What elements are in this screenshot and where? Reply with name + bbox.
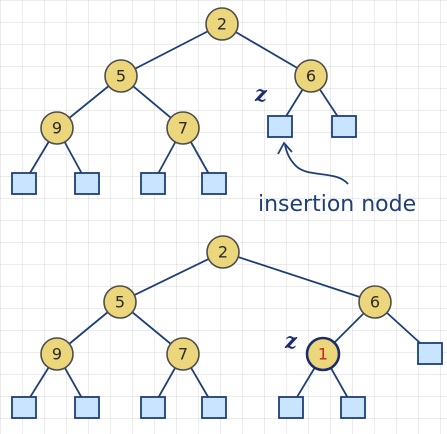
- node-key: 2: [218, 243, 228, 262]
- bottom-tree: 2 5 6 9 7 1 z: [11, 235, 443, 419]
- tree-node: 5: [103, 285, 137, 319]
- leaf-node: [11, 172, 37, 195]
- tree-node: 5: [104, 59, 138, 93]
- node-key: 9: [52, 345, 62, 364]
- leaf-node: [74, 172, 100, 195]
- tree-node: 2: [206, 235, 240, 269]
- arrowhead-icon: [277, 141, 293, 155]
- node-key: 2: [217, 15, 227, 34]
- annotation-label: insertion node: [258, 192, 416, 217]
- leaf-node: [417, 342, 443, 365]
- tree-node: 6: [358, 285, 392, 319]
- leaf-node: [11, 396, 37, 419]
- leaf-node: [331, 115, 357, 138]
- annotation-arrow: [284, 144, 349, 185]
- tree-node: 6: [294, 59, 328, 93]
- leaf-node: [201, 396, 227, 419]
- z-marker: z: [284, 328, 298, 353]
- leaf-node: [201, 172, 227, 195]
- tree-node: 9: [40, 111, 74, 145]
- node-key: 5: [116, 67, 126, 86]
- top-tree: 2 5 6 9 7 z: [11, 7, 357, 195]
- tree-node: 2: [205, 7, 239, 41]
- tree-node: 7: [166, 111, 200, 145]
- leaf-node: [278, 396, 304, 419]
- tree-node: 9: [40, 337, 74, 371]
- tree-node: 7: [166, 337, 200, 371]
- leaf-node: [74, 396, 100, 419]
- node-key: 5: [115, 293, 125, 312]
- inserted-node: 1: [305, 336, 341, 372]
- leaf-node: [140, 396, 166, 419]
- node-key: 9: [52, 119, 62, 138]
- node-key: 7: [178, 345, 188, 364]
- leaf-node: [140, 172, 166, 195]
- z-marker: z: [254, 81, 268, 106]
- node-key: 6: [370, 293, 380, 312]
- node-key: 7: [178, 119, 188, 138]
- leaf-node: [340, 396, 366, 419]
- insertion-annotation: insertion node: [258, 141, 416, 217]
- node-key: 6: [306, 67, 316, 86]
- inserted-node-key: 1: [318, 345, 328, 364]
- insertion-leaf-node: [267, 115, 293, 138]
